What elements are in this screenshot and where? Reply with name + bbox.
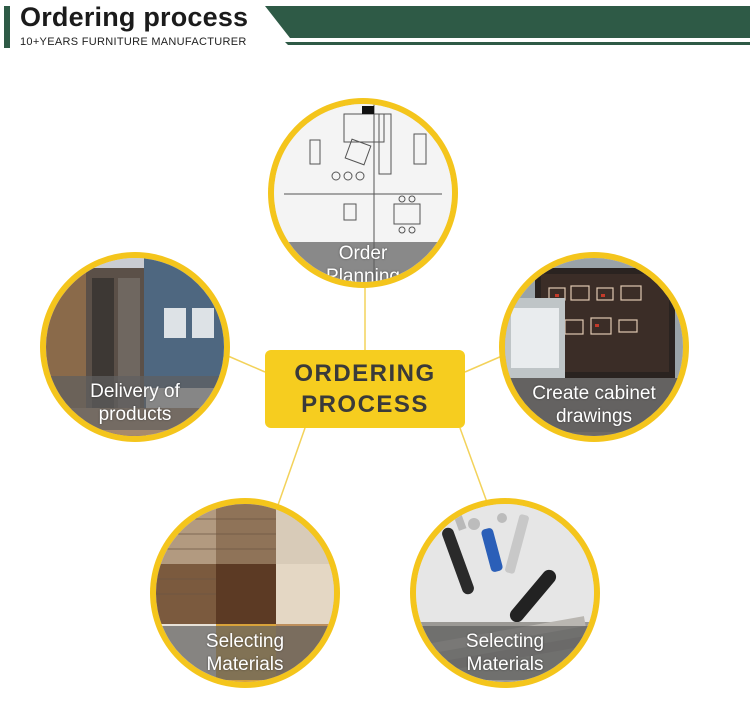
step-label-line1: Order — [338, 243, 388, 264]
step-label-band: Create cabinet drawings — [505, 378, 683, 432]
step-selecting-materials-hardware: Selecting Materials — [410, 498, 600, 688]
step-label-band: Selecting Materials — [156, 626, 334, 680]
step-label-band: Order Planning — [274, 242, 452, 282]
step-label-band: Delivery of products — [46, 376, 224, 430]
step-selecting-materials-panels: Selecting Materials — [150, 498, 340, 688]
step-label-line2: Materials — [466, 654, 544, 675]
step-label-line2: products — [98, 404, 172, 425]
header-accent-bar — [4, 6, 10, 48]
step-label-line2: Materials — [206, 654, 284, 675]
page-subtitle: 10+YEARS FURNITURE MANUFACTURER — [20, 36, 247, 48]
page-title: Ordering process — [20, 2, 249, 32]
ordering-process-center: ORDERING PROCESS — [265, 350, 465, 428]
step-label-line1: Create cabinet — [532, 383, 656, 404]
header-banner — [265, 6, 750, 45]
step-delivery-of-products: Delivery of products — [40, 252, 230, 442]
step-label-band: Selecting Materials — [416, 626, 594, 680]
center-label-line2: PROCESS — [301, 391, 429, 418]
step-label-line1: Selecting — [205, 631, 285, 652]
step-label-line2: Planning — [326, 266, 400, 282]
step-label-line2: drawings — [555, 406, 633, 427]
step-label-line1: Selecting — [465, 631, 545, 652]
step-create-cabinet-drawings: Create cabinet drawings — [499, 252, 689, 442]
step-label-line1: Delivery of — [90, 381, 180, 402]
step-order-planning: Order Planning — [268, 98, 458, 288]
center-label-line1: ORDERING — [294, 360, 436, 387]
